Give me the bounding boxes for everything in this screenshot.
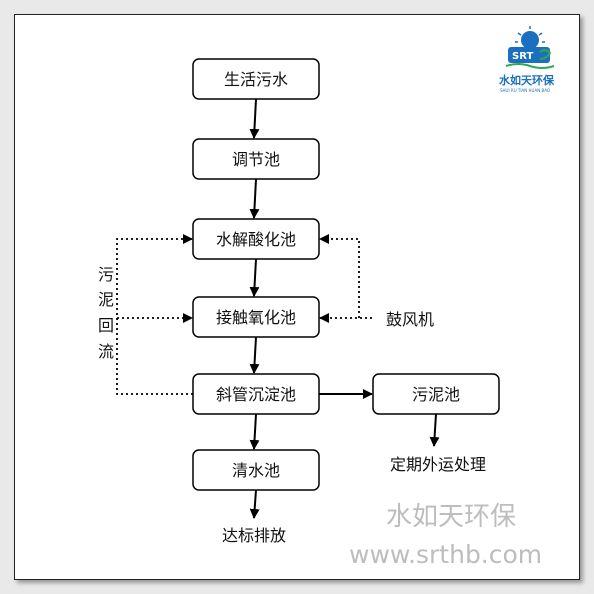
dotted-sludge-return-line [116,234,193,395]
node-hydrolysis-tank: 水解酸化池 [192,218,320,260]
node-raw-sewage: 生活污水 [192,58,320,100]
arrow-oxidation-to-settler [249,336,260,374]
node-clear-water-tank-label: 清水池 [232,461,280,480]
node-contact-oxidation-tank-label: 接触氧化池 [216,308,296,327]
water-wave-icon [505,63,555,69]
logo-pinyin: SHUI RU TIAN HUAN BAO [500,88,550,93]
watermark-name: 水如天环保 [386,502,516,532]
dotted-air-line-hydrolysis [319,234,360,318]
label-sludge-return-char: 流 [98,342,114,361]
sun-icon [521,31,539,49]
node-hydrolysis-tank-label: 水解酸化池 [216,230,296,249]
arrow-sludge-tank-to-disposal [429,413,440,447]
label-sludge-return-char: 回 [98,316,114,335]
arrow-settler-to-clear-water [249,413,260,450]
node-regulating-tank: 调节池 [192,138,320,180]
label-sludge-disposal: 定期外运处理 [390,455,486,474]
arrow-sewage-to-regulating [249,98,260,139]
logo-abbr: SRT [512,51,533,62]
label-sludge-return-char: 污 [98,265,114,284]
node-inclined-tube-settler-label: 斜管沉淀池 [216,385,296,404]
watermark-url: www.srthb.com [349,540,542,569]
company-logo: SRT 水如天环保 SHUI RU TIAN HUAN BAO [499,26,555,93]
node-sludge-tank-label: 污泥池 [412,385,460,404]
label-discharge: 达标排放 [222,526,286,545]
arrow-regulating-to-hydrolysis [249,178,260,219]
node-regulating-tank-label: 调节池 [232,150,280,169]
arrow-hydrolysis-to-oxidation [249,258,260,297]
node-clear-water-tank: 清水池 [192,449,320,491]
logo-badge [508,47,550,63]
label-blower: 鼓风机 [386,310,434,329]
arrow-clear-water-to-discharge [249,489,260,519]
label-sludge-return-char: 泥 [98,290,114,309]
node-contact-oxidation-tank: 接触氧化池 [192,296,320,338]
sun-rays-icon [515,26,545,43]
label-sludge-return: 污 泥 回 流 [98,265,114,361]
node-raw-sewage-label: 生活污水 [224,70,288,89]
node-inclined-tube-settler: 斜管沉淀池 [192,373,320,415]
logo-name: 水如天环保 [499,73,555,87]
wave-icon [539,49,552,60]
node-sludge-tank: 污泥池 [372,373,500,415]
